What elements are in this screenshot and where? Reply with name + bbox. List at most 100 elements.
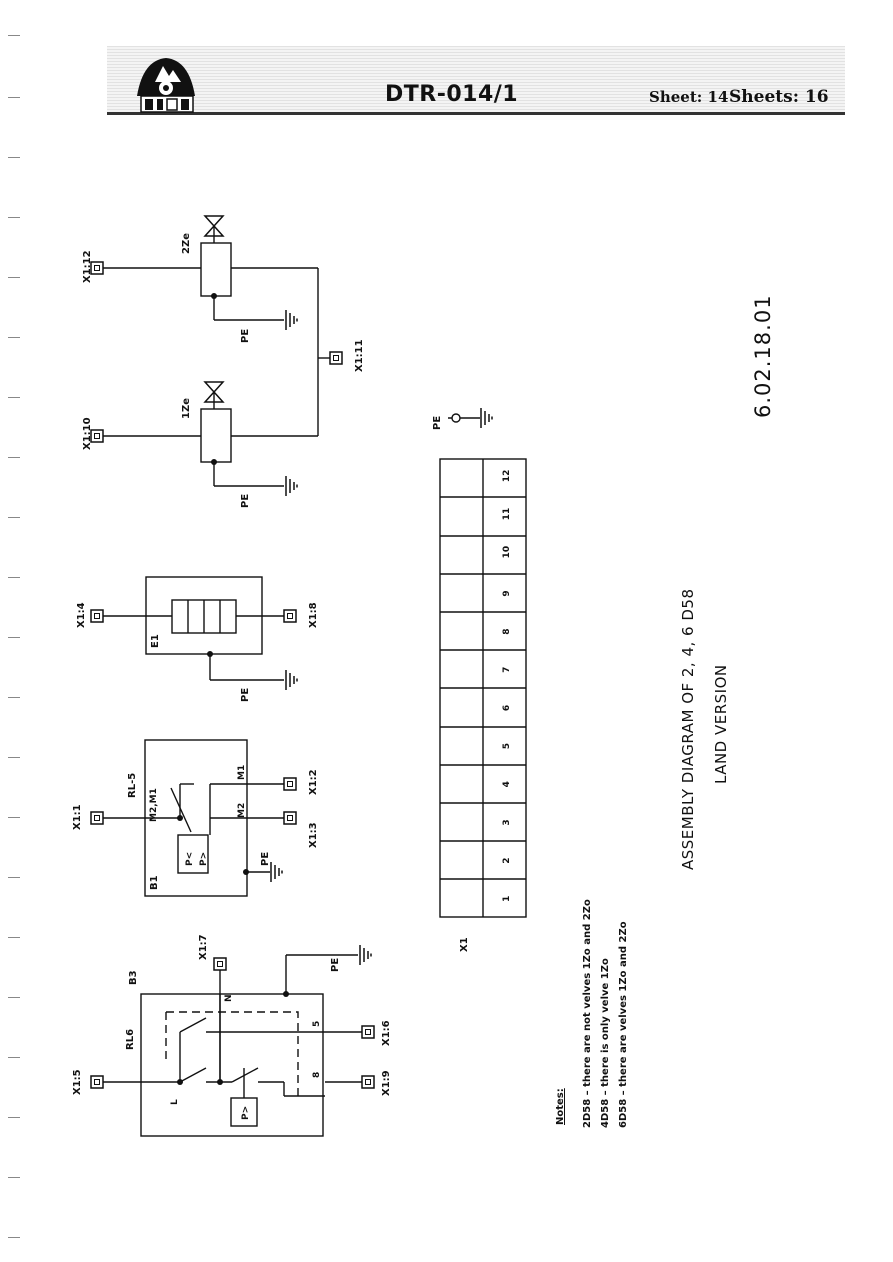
label-x1-1: X1:1 <box>72 804 83 830</box>
terminal-number: 7 <box>502 667 512 673</box>
b1-ground-icon <box>270 861 283 883</box>
terminal-x1-9 <box>361 1075 375 1089</box>
company-logo-icon <box>137 58 195 113</box>
b1-pressure-switch <box>103 739 284 897</box>
label-b3-sensor: P> <box>241 1106 251 1120</box>
margin-tick <box>8 337 20 338</box>
label-b1: B1 <box>149 875 160 890</box>
terminal-x1-3 <box>283 811 297 825</box>
terminal-x1-2 <box>283 777 297 791</box>
b3-pressure-switch <box>103 954 362 1137</box>
label-x1-7: X1:7 <box>198 934 209 960</box>
terminal-x1-7 <box>213 957 227 971</box>
label-b3: B3 <box>128 970 139 985</box>
margin-tick <box>8 35 20 36</box>
label-e1: E1 <box>150 634 161 648</box>
label-rl5: RL-5 <box>127 773 138 798</box>
valve-1ze-ground-icon <box>285 475 298 497</box>
margin-tick <box>8 997 20 998</box>
terminal-number: 2 <box>502 857 512 863</box>
notes-heading: Notes: <box>555 1088 566 1125</box>
valve-2ze <box>103 226 330 436</box>
label-rl6: RL6 <box>125 1029 136 1050</box>
terminal-number: 8 <box>502 628 512 634</box>
margin-tick <box>8 697 20 698</box>
label-e1-pe: PE <box>240 688 251 702</box>
terminal-number: 11 <box>502 508 512 521</box>
label-x1-4: X1:4 <box>76 602 87 628</box>
diagram-title: ASSEMBLY DIAGRAM OF 2, 4, 6 D58 <box>679 588 697 870</box>
margin-tick <box>8 1177 20 1178</box>
label-pin-m2m1: M2,M1 <box>149 788 159 822</box>
margin-tick <box>8 757 20 758</box>
label-x1-5: X1:5 <box>72 1069 83 1095</box>
label-b1-sensor-b: P> <box>199 852 209 866</box>
margin-tick <box>8 217 20 218</box>
terminal-number: 6 <box>502 705 512 711</box>
terminal-strip-x1 <box>439 417 527 918</box>
b3-ground-icon <box>359 944 372 966</box>
terminal-number: 4 <box>502 781 512 787</box>
e1-ground-icon <box>285 669 298 691</box>
b1-sensor <box>177 834 209 874</box>
label-x1-12: X1:12 <box>82 250 93 283</box>
margin-tick <box>8 277 20 278</box>
label-x1-6: X1:6 <box>381 1020 392 1046</box>
label-pin-8: 8 <box>312 1072 322 1078</box>
drawing-code: 6.02.18.01 <box>751 294 775 418</box>
terminal-number: 3 <box>502 819 512 825</box>
margin-tick <box>8 397 20 398</box>
label-x1-9: X1:9 <box>381 1070 392 1096</box>
terminal-x1-5 <box>90 1075 104 1089</box>
label-pin-m1: M1 <box>237 765 247 780</box>
terminal-x1-1 <box>90 811 104 825</box>
label-strip-x1: X1 <box>459 937 470 952</box>
terminal-number: 1 <box>502 896 512 902</box>
label-v2-pe: PE <box>240 329 251 343</box>
label-b1-sensor-a: P< <box>185 852 195 866</box>
margin-tick <box>8 937 20 938</box>
terminal-x1-6 <box>361 1025 375 1039</box>
label-x1-2: X1:2 <box>308 769 319 795</box>
note-line-2: 4D58 – there is only velve 1Zo <box>600 958 611 1128</box>
terminal-number: 12 <box>502 470 512 483</box>
terminal-x1-11 <box>329 351 343 365</box>
valve-1ze <box>103 392 318 487</box>
document-code: DTR-014/1 <box>385 82 519 107</box>
e1-heater <box>103 576 284 681</box>
label-strip-pe: PE <box>432 416 443 430</box>
label-b3-pe: PE <box>330 958 341 972</box>
label-x1-8: X1:8 <box>308 602 319 628</box>
note-line-3: 6D58 – there are velves 1Zo and 2Zo <box>618 921 629 1128</box>
margin-tick <box>8 517 20 518</box>
label-v1-pe: PE <box>240 494 251 508</box>
label-pin-n: N <box>224 994 234 1002</box>
terminal-number: 5 <box>502 743 512 749</box>
margin-tick <box>8 97 20 98</box>
valve-2ze-ground-icon <box>285 309 298 331</box>
terminal-number: 10 <box>502 546 512 559</box>
terminal-x1-4 <box>90 609 104 623</box>
margin-tick <box>8 1117 20 1118</box>
label-x1-3: X1:3 <box>308 822 319 848</box>
sheet-number: Sheet: 14 <box>649 88 729 106</box>
title-block-header: DTR-014/1 Sheet: 14 Sheets: 16 <box>107 46 845 118</box>
b3-enclosure <box>140 993 324 1137</box>
label-pin-5: 5 <box>312 1021 322 1027</box>
margin-tick <box>8 817 20 818</box>
label-x1-10: X1:10 <box>82 417 93 450</box>
b3-dashed-link <box>166 1011 299 1096</box>
margin-tick <box>8 157 20 158</box>
margin-tick <box>8 457 20 458</box>
margin-tick <box>8 877 20 878</box>
margin-tick <box>8 1237 20 1238</box>
label-b1-pe: PE <box>260 852 271 866</box>
note-line-1: 2D58 – there are not velves 1Zo and 2Zo <box>582 899 593 1128</box>
label-1ze: 1Ze <box>181 398 192 419</box>
header-band <box>107 46 845 112</box>
valve-2ze-coil <box>200 242 232 297</box>
header-rule <box>107 112 845 115</box>
label-pin-m2: M2 <box>237 803 247 818</box>
margin-tick <box>8 637 20 638</box>
